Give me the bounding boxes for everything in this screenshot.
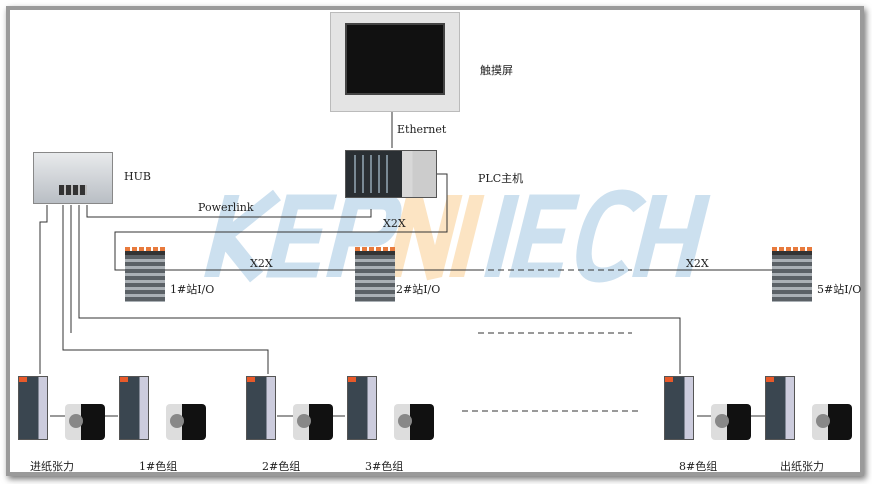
drive-label: 8#色组 (679, 460, 718, 473)
drive-label: 进纸张力 (30, 460, 74, 473)
drive-image (119, 376, 149, 440)
ethernet-label: Ethernet (397, 123, 447, 136)
motor-image (65, 404, 105, 440)
x2x-bus (114, 173, 478, 271)
powerlink-label: Powerlink (198, 201, 254, 214)
hub-image (33, 152, 113, 204)
drive-image (664, 376, 694, 440)
drive-link-1 (39, 205, 48, 374)
io-station-5-image (772, 247, 812, 302)
motor-image (166, 404, 206, 440)
io-station-2-image (355, 247, 395, 302)
motor-image (293, 404, 333, 440)
plc-label: PLC主机 (478, 172, 524, 185)
x2x-label: X2X (383, 217, 406, 230)
drive-label: 出纸张力 (780, 460, 824, 473)
motor-image (711, 404, 751, 440)
hub-label: HUB (124, 170, 151, 183)
x2x-label: X2X (686, 257, 709, 270)
motor-image (394, 404, 434, 440)
plc-image (345, 150, 437, 198)
drive-label: 3#色组 (365, 460, 404, 473)
drive-link-2 (62, 205, 269, 374)
io-station-1-label: 1#站I/O (170, 283, 215, 296)
touchscreen-label: 触摸屏 (480, 64, 513, 77)
io-station-2-label: 2#站I/O (396, 283, 441, 296)
motor-image (812, 404, 852, 440)
drive-image (246, 376, 276, 440)
x2x-label: X2X (250, 257, 273, 270)
drive-image (347, 376, 377, 440)
drive-label: 1#色组 (139, 460, 178, 473)
drive-label: 2#色组 (262, 460, 301, 473)
io-station-5-label: 5#站I/O (817, 283, 862, 296)
drive-image (765, 376, 795, 440)
powerlink-line (86, 205, 372, 218)
drive-image (18, 376, 48, 440)
touchscreen-image (330, 12, 460, 112)
drive-link-4 (78, 205, 681, 374)
io-station-1-image (125, 247, 165, 302)
